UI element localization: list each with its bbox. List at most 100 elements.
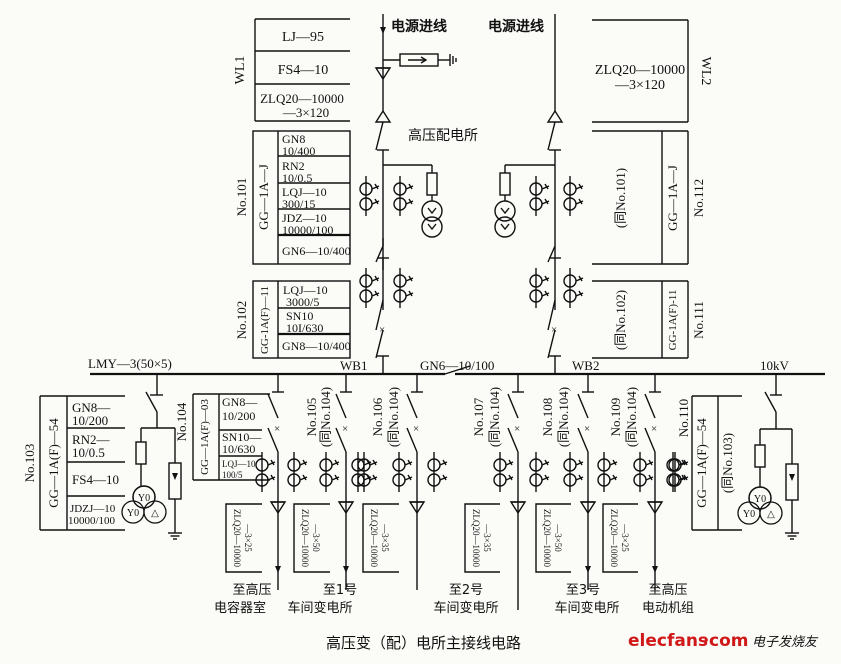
no103-spec: 10/0.5 [72,445,105,460]
svg-text:×: × [551,324,557,336]
cable-spec: ZLQ20—10000 [300,509,310,567]
no101-spec: 10/0.5 [282,171,312,185]
cable-spec: ZLQ20—10000 [609,509,619,567]
watermark: elecfans · com 电子发烧友 [628,631,819,651]
wl1-block: LJ—95 FS4—10 ZLQ20—10000 —3×120 WL1 [233,18,350,122]
watermark-suffix: com [709,631,748,651]
cable-spec: —3×25 [243,523,253,552]
wl1-arrester: FS4—10 [278,63,329,78]
no103-spec: GN8— [72,400,111,415]
busbar-material: LMY—3(50×5) [88,356,172,371]
destination-substation-1: 车间变电所 [287,600,352,616]
no110-equipment: Y0 Y0 △ [737,374,800,540]
no104-spec: GN8— [222,395,258,409]
no111-type: GG-1A(F)-11 [667,290,679,351]
no101-number: No.101 [234,178,249,217]
no112-same-as: (同No.101) [613,168,628,228]
bus-tie-label: GN6—10/100 [420,358,494,373]
svg-text:×: × [379,324,385,336]
no107-same-as: (同No.104) [487,387,502,447]
no110-type: GG—1A(F)—54 [694,418,709,508]
no105-number: No.105 [304,398,319,437]
destination-substation-3: 至3号 [566,583,600,598]
bus-voltage-label: 10kV [760,358,790,373]
cabinet-no111: (同No.102) GG-1A(F)-11 No.111 [592,280,706,359]
no102-equipment: × [359,267,414,374]
no104-spec: 10/630 [222,442,255,456]
svg-text:×: × [413,423,419,435]
pt-winding-label: Y0 [138,493,150,504]
no101-type: GG—1A—J [256,164,271,230]
no102-type: GG-1A(F)—11 [259,286,271,354]
no104-spec: 100/5 [222,470,243,480]
feeder-no105: × No.105 (同No.104) [304,374,372,590]
cabinet-no102: LQJ—10 3000/5 SN10 10I/630 GN8—10/400 GG… [234,280,351,359]
surge-arrester-icon [168,462,182,500]
pt-winding-label: Y0 [743,509,755,520]
no103-equipment: Y0 Y0 △ [121,374,183,540]
cable-spec: —3×50 [553,523,563,552]
svg-text:×: × [342,423,348,435]
wl1-cable-line2: —3×120 [282,105,329,120]
no112-number: No.112 [691,179,706,217]
no105-same-as: (同No.104) [318,387,333,447]
destination-substation-3: 车间变电所 [554,600,619,616]
no109-same-as: (同No.104) [624,387,639,447]
no109-number: No.109 [608,398,623,437]
no103-spec: 10000/100 [68,515,116,527]
destination-motor-group: 电动机组 [642,601,694,616]
no103-number: No.103 [22,444,37,483]
incoming-line-1: 电源进线 [375,14,457,310]
feeder-no109: × No.109 (同No.104) [608,374,687,590]
no101-spec: GN6—10/400 [282,244,351,258]
no107-number: No.107 [471,397,486,436]
diagram-title: 高压变（配）电所主接线电路 [326,634,521,652]
pt-winding-label: △ [151,508,159,519]
no108-same-as: (同No.104) [556,387,571,447]
cable-spec: —3×50 [311,523,321,552]
incoming-line-2: 电源进线 [488,14,563,310]
no108-number: No.108 [540,398,555,437]
feeder-no104: × [255,374,308,590]
no104-spec: LQJ—10 [222,459,256,469]
bus-tie-switch-icon [444,365,471,375]
no103-spec: FS4—10 [72,472,119,487]
no104-number: No.104 [174,402,189,441]
no103-spec: RN2— [72,432,111,447]
no110-same-as: (同No.103) [720,433,735,493]
pt-winding-label: Y0 [127,508,139,519]
incoming-left-label: 电源进线 [391,18,447,35]
wl2-label: WL2 [698,57,713,86]
no102-spec: LQJ—10 [283,283,328,297]
no102-spec: SN10 [286,309,313,323]
no101-spec: JDZ—10 [282,211,327,225]
no102-number: No.102 [234,301,249,340]
no102-spec: 10I/630 [286,321,323,335]
svg-text:×: × [274,423,280,435]
no110-number: No.110 [676,399,691,437]
no103-spec: JDZJ—10 [70,503,116,515]
substation-label: 高压配电所 [408,127,478,144]
cable-spec: ZLQ20—10000 [542,509,552,567]
cable-spec: ZLQ20—10000 [232,509,242,567]
no112-type: GG—1A—J [665,165,680,231]
svg-text:×: × [651,423,657,435]
no104-spec: SN10— [222,430,262,444]
no101-spec: RN2 [282,159,305,173]
cable-spec: —3×35 [482,523,492,552]
no104-spec: 10/200 [222,409,255,423]
destination-capacitor-room: 电容器室 [214,600,266,616]
ground-icon [167,532,183,540]
no111-equipment: × [529,267,584,374]
busbar: LMY—3(50×5) WB1 GN6—10/100 WB2 10kV [88,356,825,376]
pt-winding-label: △ [767,509,775,520]
ground-icon [784,532,800,540]
no106-same-as: (同No.104) [386,387,401,447]
destination-capacitor-room: 至高压 [232,582,271,598]
fuse-icon [426,172,438,196]
no103-spec: 10/200 [72,413,108,428]
destination-motor-group: 至高压 [648,582,687,598]
destination-substation-2: 至2号 [449,583,483,598]
watermark-cn: 电子发烧友 [752,635,819,650]
destination-substation-1: 至1号 [323,583,357,598]
